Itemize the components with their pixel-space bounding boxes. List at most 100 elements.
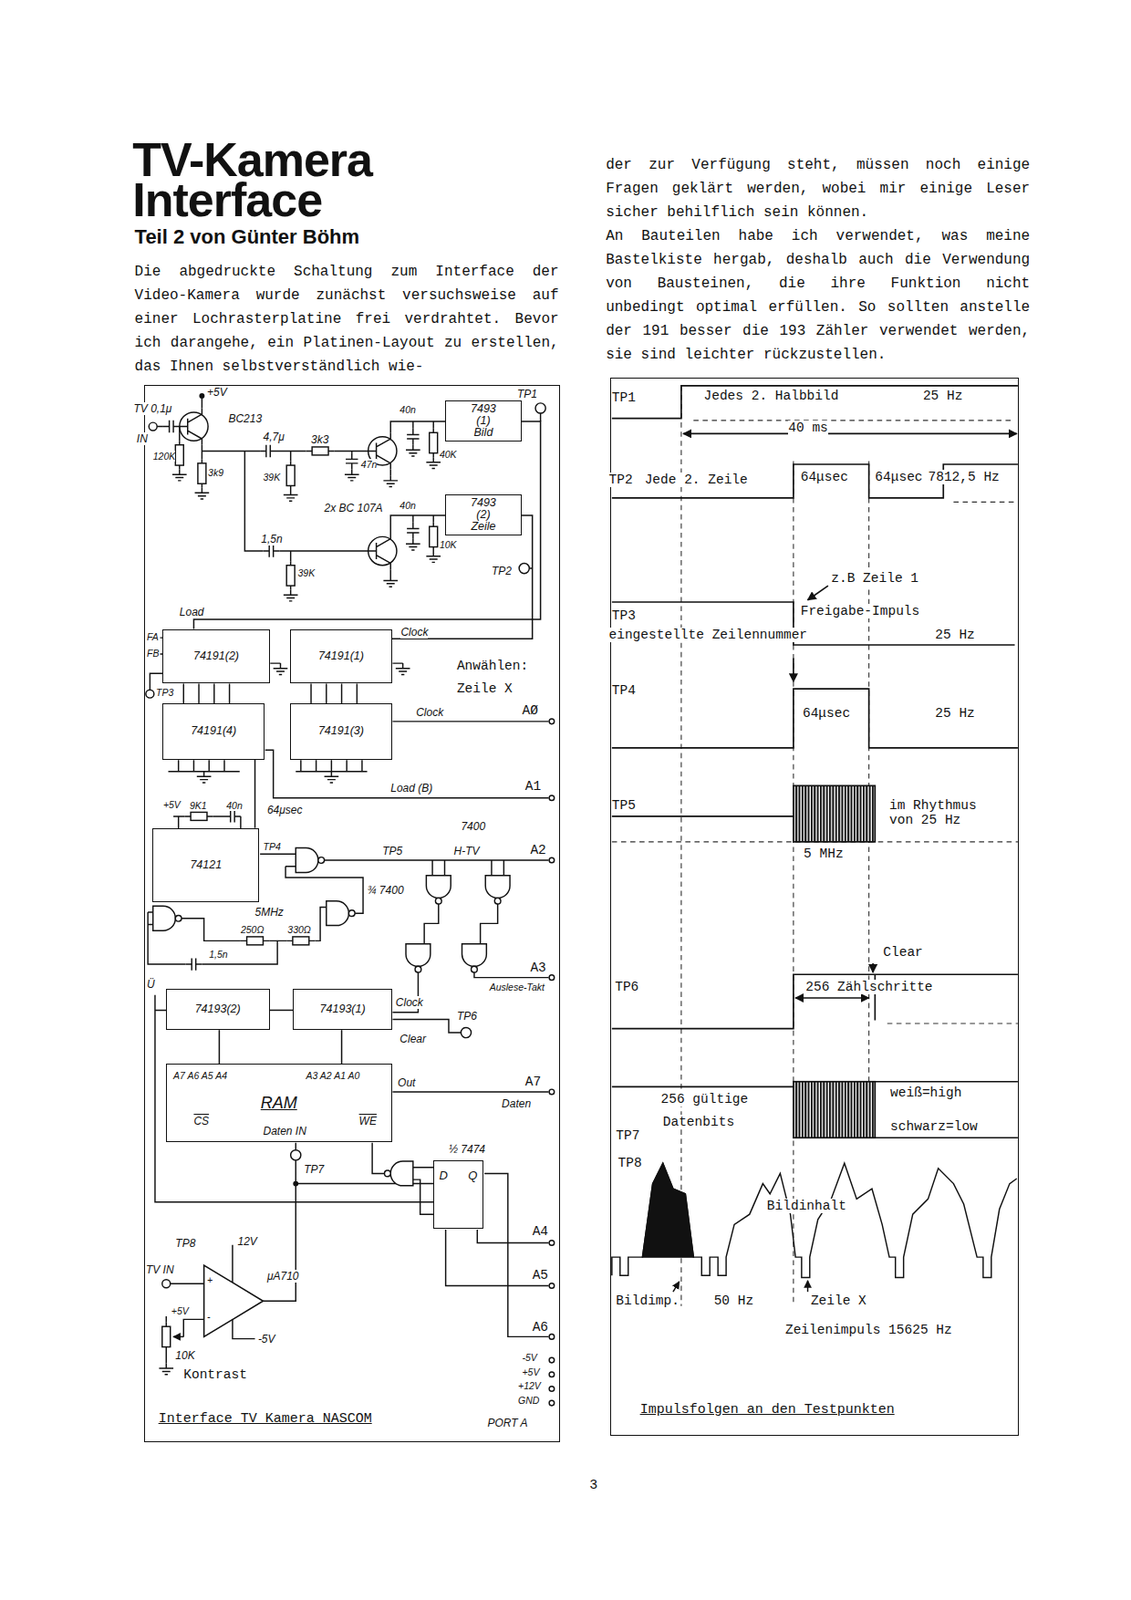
chip-name: 74191(4) <box>190 725 237 737</box>
timing-label: Jede 2. Zeile <box>644 472 748 488</box>
timing-label: A4 <box>532 1224 549 1239</box>
ground-symbol <box>197 771 212 783</box>
resistor-symbol <box>184 811 213 820</box>
pin-label: A3 A2 A1 A0 <box>305 1069 360 1081</box>
schematic-label: TP8 <box>175 1236 196 1250</box>
logic-gate <box>462 944 488 973</box>
pin-label: 39K <box>262 471 281 483</box>
test-point <box>145 689 155 698</box>
wire-connector <box>269 1009 294 1012</box>
wire-label: Load <box>179 605 205 619</box>
wire-connector <box>254 759 257 829</box>
guide-line <box>612 385 1018 1307</box>
schematic-label: 3k3 <box>311 433 329 447</box>
ground-symbol <box>425 550 441 562</box>
pin-label: 40K <box>439 448 457 460</box>
pin-label: +5V <box>171 1305 189 1317</box>
ground-symbol <box>425 456 441 468</box>
schematic-label: ¾ 7400 <box>367 883 405 897</box>
chip-name: 74193(1) <box>320 1003 366 1016</box>
test-point <box>535 403 546 414</box>
test-point <box>549 718 555 725</box>
timing-label: schwarz=low <box>890 1119 978 1134</box>
capacitor-symbol <box>163 420 180 433</box>
ground-symbol <box>324 771 340 783</box>
schematic-label: Load (B) <box>390 781 433 795</box>
pin-label: 40n <box>399 499 416 511</box>
chip-name: Zeile <box>470 520 496 533</box>
pin-label: TP3 <box>155 686 174 698</box>
test-point <box>549 1283 555 1289</box>
schematic-wire <box>147 816 549 1013</box>
chip-name: Bild <box>474 426 494 439</box>
ground-symbol <box>273 663 289 675</box>
page-number: 3 <box>589 1477 598 1494</box>
test-point <box>148 422 157 431</box>
timing-label: Bildinhalt <box>767 1198 847 1214</box>
ic-chip: 7493(2)Zeile <box>445 494 522 536</box>
timing-label: im Rhythmus von 25 Hz <box>889 798 990 828</box>
test-point <box>162 1279 171 1288</box>
chip-name: 74191(2) <box>193 650 239 663</box>
ground-symbol <box>158 1362 174 1374</box>
ground-symbol <box>383 475 398 487</box>
timing-label: 5 MHz <box>803 846 844 862</box>
timing-label: TP1 <box>612 390 636 405</box>
guide-line <box>612 385 1018 1307</box>
timing-waveform <box>793 1081 875 1139</box>
ground-symbol <box>195 487 210 499</box>
timing-panel: Impulsfolgen an den Testpunkten <box>610 377 1019 1436</box>
wire-label: Clock <box>400 625 428 639</box>
timing-label: A1 <box>525 778 541 794</box>
pin-label: 250Ω <box>240 923 265 935</box>
video-signal <box>612 1162 1017 1277</box>
pin-label: 120K <box>153 450 177 462</box>
ground-symbol <box>158 445 441 1375</box>
timing-label: Jedes 2. Halbbild <box>704 388 840 404</box>
schematic-label: Clock <box>395 996 424 1009</box>
ground-symbol <box>283 590 299 602</box>
pin-label: 40n <box>399 404 416 416</box>
timing-waveform <box>612 385 1018 419</box>
chip-name: Q <box>467 1168 478 1183</box>
body-text: Die abgedruckte Schaltung zum Interface … <box>134 259 560 379</box>
timing-label: 50 Hz <box>714 1293 755 1308</box>
schematic-label: TP1 <box>517 387 538 401</box>
chip-name: (1) <box>476 415 490 427</box>
timing-label: Bildimp. <box>615 1293 680 1308</box>
timing-waveform <box>612 974 1018 1028</box>
pin-label: +12V <box>518 1380 541 1391</box>
timing-label: 64μsec <box>874 469 923 485</box>
timing-waveform <box>612 1081 1018 1139</box>
timing-label: Freigabe-Impuls <box>800 603 921 619</box>
panel-caption: Impulsfolgen an den Testpunkten <box>640 1401 895 1418</box>
pin-label: 1,5n <box>208 948 228 960</box>
timing-waveform <box>795 996 870 999</box>
timing-label: A2 <box>529 842 546 858</box>
ic-chip: 74191(4) <box>162 703 265 760</box>
timing-label: TP5 <box>612 798 636 813</box>
capacitor-symbol <box>262 544 280 557</box>
timing-label: A5 <box>532 1267 549 1283</box>
test-point <box>549 1357 555 1363</box>
chip-name: 74193(2) <box>195 1003 241 1016</box>
logic-gate <box>425 875 451 904</box>
schematic-label: TP6 <box>456 1009 478 1023</box>
pin-label: TP4 <box>262 840 281 852</box>
timing-waveform <box>793 785 875 842</box>
test-point <box>290 1150 301 1161</box>
pin-label: 330Ω <box>287 923 312 935</box>
test-point <box>549 1334 555 1340</box>
pin-label: 3k9 <box>207 466 224 478</box>
pin-label: 10K <box>439 539 457 550</box>
chip-name: 7493 <box>470 497 497 509</box>
timing-label: Datenbits <box>663 1114 735 1130</box>
schematic-label: 12V <box>238 1234 258 1248</box>
timing-label: 25 Hz <box>934 705 976 721</box>
timing-waveform <box>871 963 874 973</box>
chip-name: 74121 <box>189 859 222 872</box>
pin-label: + <box>207 1274 213 1286</box>
pin-label: FB <box>146 647 159 659</box>
capacitor-symbol <box>224 809 241 822</box>
ic-chip: 74191(1) <box>290 629 393 684</box>
